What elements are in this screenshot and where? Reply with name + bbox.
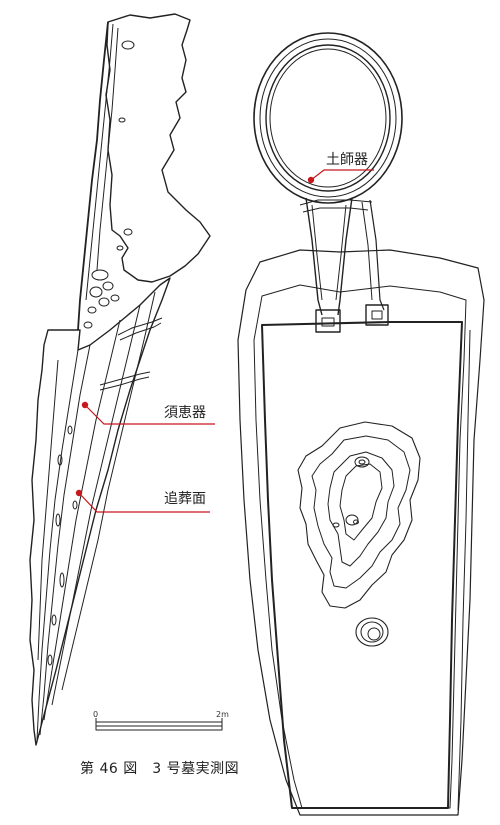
figure-title: 3 号墓実測図 [152, 761, 240, 777]
leader-tsuiso [78, 492, 210, 513]
plan-drawing [237, 32, 485, 816]
scale-bar [95, 718, 223, 731]
figure-number: 第 46 図 [80, 761, 138, 777]
label-haji: 土師器 [326, 152, 368, 168]
leader-haji [310, 169, 374, 181]
leader-dot-haji [307, 176, 315, 184]
leader-sue [84, 404, 215, 425]
section-drawing [29, 13, 211, 746]
scale-label-start: 0 [93, 710, 99, 719]
leader-dot-sue [81, 401, 89, 409]
leader-dot-tsuiso [75, 489, 83, 497]
label-sue: 須恵器 [164, 405, 206, 421]
label-tsuiso: 追葬面 [164, 491, 206, 507]
figure-caption: 第 46 図 3 号墓実測図 [80, 758, 239, 778]
scale-label-end: 2m [216, 710, 229, 719]
